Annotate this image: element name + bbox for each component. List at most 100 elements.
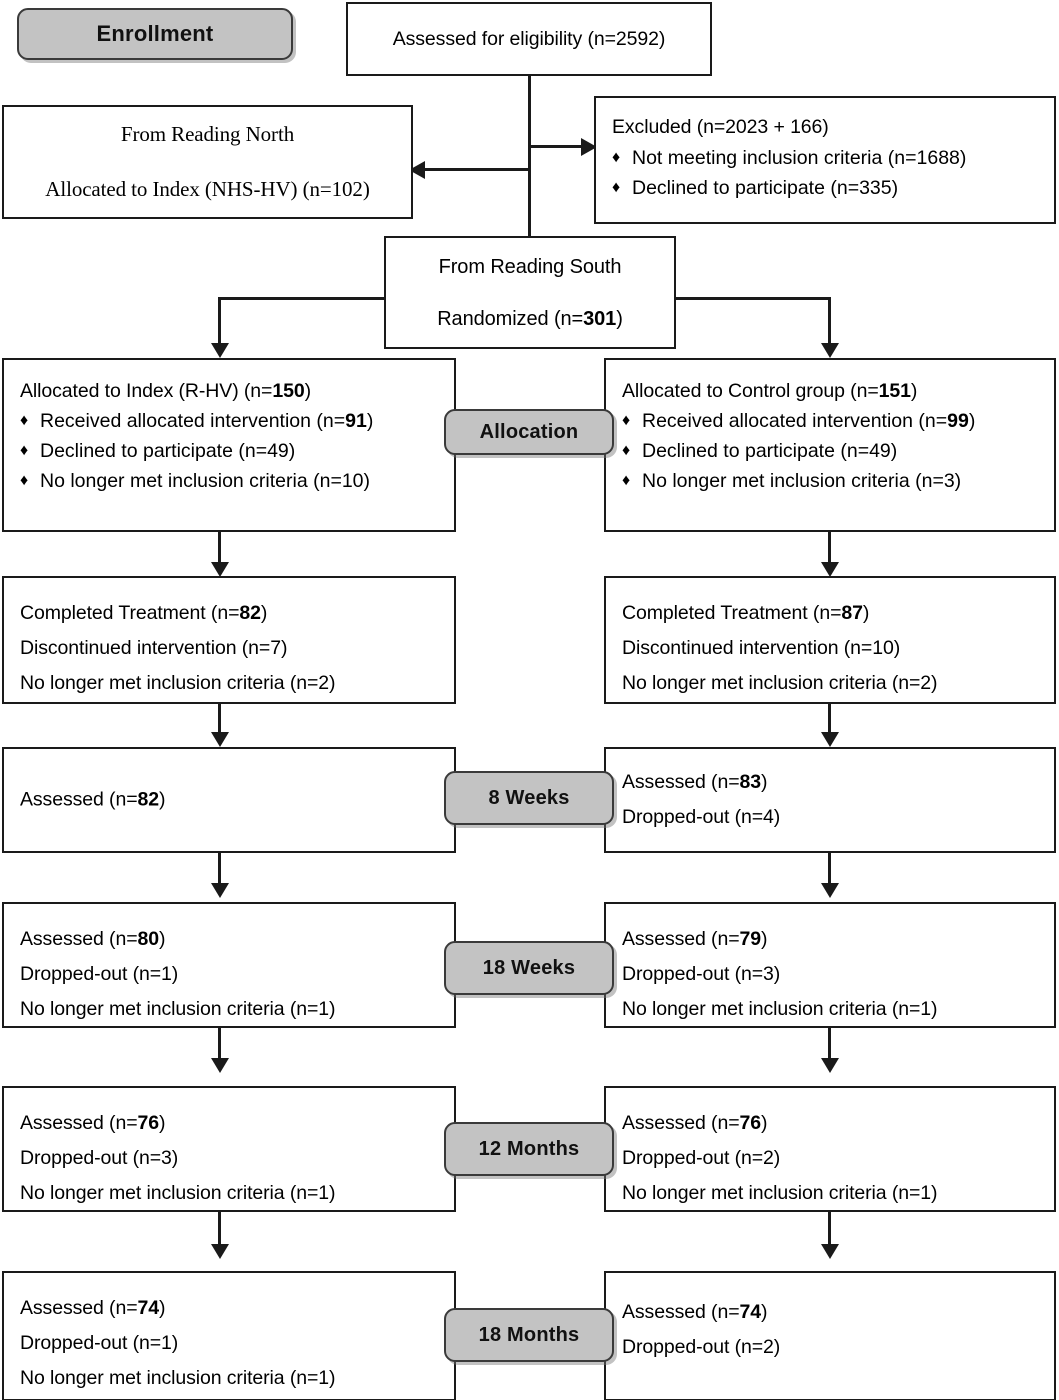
stage-badge-18-weeks-label: 18 Weeks: [482, 956, 576, 979]
connector-to-excluded: [528, 145, 586, 148]
excluded-item-label: Not meeting inclusion criteria (n=1688): [632, 147, 967, 169]
connector-treat-to-w8-left: [218, 704, 221, 734]
diamond-bullet-icon: ♦: [622, 442, 631, 459]
followup-w8-right-line1: Assessed (n=83): [622, 771, 768, 793]
connector-alloc-to-treat-right: [828, 532, 831, 564]
diamond-bullet-icon: ♦: [622, 412, 631, 429]
stage-badge-8-weeks: 8 Weeks: [444, 771, 614, 825]
allocation-left-item-label: Declined to participate (n=49): [40, 440, 296, 462]
box-followup-m18-right: Assessed (n=74) Dropped-out (n=2): [604, 1271, 1056, 1400]
stage-badge-12-months: 12 Months: [444, 1122, 614, 1176]
followup-m12-left-line3: No longer met inclusion criteria (n=1): [20, 1182, 336, 1204]
stage-badge-8-weeks-label: 8 Weeks: [488, 786, 570, 809]
followup-m12-left-line2: Dropped-out (n=3): [20, 1147, 179, 1169]
reading-north-line2: Allocated to Index (NHS-HV) (n=102): [45, 177, 370, 201]
connector-treat-to-w8-right: [828, 704, 831, 734]
box-followup-m12-right: Assessed (n=76) Dropped-out (n=2) No lon…: [604, 1086, 1056, 1212]
followup-w18-right-line3: No longer met inclusion criteria (n=1): [622, 998, 938, 1020]
allocation-left-item-label: No longer met inclusion criteria (n=10): [40, 470, 371, 492]
box-followup-w18-left: Assessed (n=80) Dropped-out (n=1) No lon…: [2, 902, 456, 1028]
followup-w8-right-line2: Dropped-out (n=4): [622, 806, 781, 828]
followup-m18-left-line2: Dropped-out (n=1): [20, 1332, 179, 1354]
box-reading-south-randomized: From Reading South Randomized (n=301): [384, 236, 676, 349]
box-assessed-for-eligibility: Assessed for eligibility (n=2592): [346, 2, 712, 76]
connector-randomize-right: [674, 297, 831, 300]
excluded-item: ♦ Declined to participate (n=335): [612, 173, 1044, 203]
connector-randomize-left: [218, 297, 386, 300]
arrow-down-right-icon: [820, 883, 839, 898]
allocation-right-item-label: No longer met inclusion criteria (n=3): [642, 470, 962, 492]
allocation-right-item-label: Declined to participate (n=49): [642, 440, 898, 462]
connector-m12-to-m18-left: [218, 1212, 221, 1246]
stage-badge-12-months-label: 12 Months: [478, 1137, 580, 1160]
diamond-bullet-icon: ♦: [20, 412, 29, 429]
box-treatment-right: Completed Treatment (n=87) Discontinued …: [604, 576, 1056, 704]
treatment-left-line1: Completed Treatment (n=82): [20, 602, 268, 624]
stage-badge-allocation-label: Allocation: [479, 420, 579, 443]
connector-randomize-left-drop: [218, 297, 221, 344]
stage-badge-allocation: Allocation: [444, 409, 614, 455]
followup-w18-left-line1: Assessed (n=80): [20, 928, 166, 950]
treatment-right-line3: No longer met inclusion criteria (n=2): [622, 672, 938, 694]
connector-w8-to-w18-right: [828, 853, 831, 885]
arrow-down-left-icon: [210, 732, 229, 747]
arrow-down-right-icon: [820, 1058, 839, 1073]
excluded-header: Excluded (n=2023 + 166): [612, 116, 829, 138]
arrow-to-reading-north-icon: [409, 160, 425, 179]
diamond-bullet-icon: ♦: [612, 179, 621, 196]
randomized-count: 301: [583, 307, 617, 330]
box-followup-w18-right: Assessed (n=79) Dropped-out (n=3) No lon…: [604, 902, 1056, 1028]
allocation-right-item-label: Received allocated intervention (n=99): [642, 410, 976, 432]
excluded-item: ♦ Not meeting inclusion criteria (n=1688…: [612, 143, 1044, 173]
followup-m12-left-line1: Assessed (n=76): [20, 1112, 166, 1134]
followup-w18-right-line2: Dropped-out (n=3): [622, 963, 781, 985]
arrow-down-left-icon: [210, 883, 229, 898]
connector-randomize-right-drop: [828, 297, 831, 344]
box-excluded: Excluded (n=2023 + 166) ♦ Not meeting in…: [594, 96, 1056, 224]
box-treatment-left: Completed Treatment (n=82) Discontinued …: [2, 576, 456, 704]
stage-badge-18-weeks: 18 Weeks: [444, 941, 614, 995]
arrow-to-excluded-icon: [581, 137, 597, 156]
box-allocation-left: Allocated to Index (R-HV) (n=150) ♦ Rece…: [2, 358, 456, 532]
allocation-right-item: ♦ Received allocated intervention (n=99): [622, 406, 1044, 436]
arrow-down-left-icon: [210, 1058, 229, 1073]
excluded-item-label: Declined to participate (n=335): [632, 177, 899, 199]
allocation-right-item: ♦ No longer met inclusion criteria (n=3): [622, 466, 1044, 496]
assessed-eligibility-text: Assessed for eligibility (n=2592): [392, 28, 666, 50]
stage-badge-enrollment: Enrollment: [17, 8, 293, 60]
treatment-left-line2: Discontinued intervention (n=7): [20, 637, 288, 659]
followup-m18-left-line1: Assessed (n=74): [20, 1297, 166, 1319]
arrow-down-right-icon: [820, 562, 839, 577]
arrow-down-right-icon: [820, 732, 839, 747]
treatment-right-line2: Discontinued intervention (n=10): [622, 637, 901, 659]
connector-w18-to-m12-right: [828, 1028, 831, 1060]
box-followup-w8-left: Assessed (n=82): [2, 747, 456, 853]
allocation-left-item-label: Received allocated intervention (n=91): [40, 410, 374, 432]
box-allocation-right: Allocated to Control group (n=151) ♦ Rec…: [604, 358, 1056, 532]
treatment-right-line1: Completed Treatment (n=87): [622, 602, 870, 624]
treatment-left-line3: No longer met inclusion criteria (n=2): [20, 672, 336, 694]
followup-m12-right-line3: No longer met inclusion criteria (n=1): [622, 1182, 938, 1204]
followup-w18-left-line2: Dropped-out (n=1): [20, 963, 179, 985]
followup-w8-left-line1: Assessed (n=82): [20, 788, 166, 811]
box-followup-w8-right: Assessed (n=83) Dropped-out (n=4): [604, 747, 1056, 853]
arrow-down-left-icon: [210, 562, 229, 577]
reading-south-line1: From Reading South: [438, 255, 622, 278]
arrow-to-allocation-left-icon: [210, 343, 229, 358]
allocation-right-item: ♦ Declined to participate (n=49): [622, 436, 1044, 466]
followup-m18-right-line1: Assessed (n=74): [622, 1301, 768, 1323]
connector-w8-to-w18-left: [218, 853, 221, 885]
connector-m12-to-m18-right: [828, 1212, 831, 1246]
followup-m12-right-line1: Assessed (n=76): [622, 1112, 768, 1134]
stage-badge-18-months-label: 18 Months: [478, 1323, 580, 1346]
box-followup-m18-left: Assessed (n=74) Dropped-out (n=1) No lon…: [2, 1271, 456, 1400]
allocation-left-item: ♦ No longer met inclusion criteria (n=10…: [20, 466, 444, 496]
diamond-bullet-icon: ♦: [612, 149, 621, 166]
allocation-right-header: Allocated to Control group (n=151): [622, 380, 918, 402]
allocation-left-item: ♦ Declined to participate (n=49): [20, 436, 444, 466]
reading-south-randomized: Randomized (n=301): [437, 307, 623, 330]
followup-m18-left-line3: No longer met inclusion criteria (n=1): [20, 1367, 336, 1389]
followup-w18-left-line3: No longer met inclusion criteria (n=1): [20, 998, 336, 1020]
allocation-left-item: ♦ Received allocated intervention (n=91): [20, 406, 444, 436]
